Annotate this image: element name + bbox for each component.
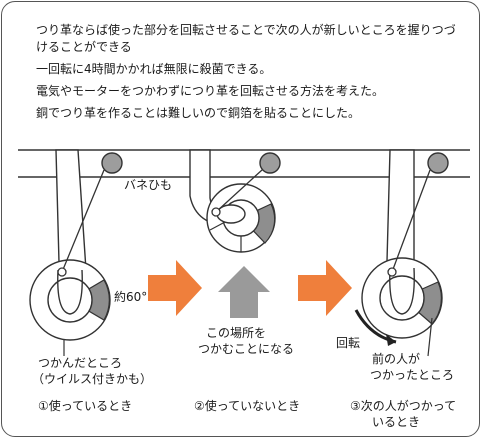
panel-2-strap-idle: [189, 149, 281, 253]
caption-step-1: ①使っているとき: [38, 399, 133, 413]
label-new-grip-1: この場所を: [206, 326, 267, 340]
label-new-grip-2: つかむことになる: [198, 342, 295, 356]
note-line-2: 一回転に4時間かかれば無限に殺菌できる。: [36, 62, 272, 76]
caption-step-2: ②使っていないとき: [194, 399, 301, 413]
note-line-3: 電気やモーターをつかわずにつり革を回転させる方法を考えた。: [36, 84, 385, 98]
note-line-4: 銅でつり革を作ることは難しいので銅箔を貼ることにした。: [36, 106, 361, 120]
panel-3-next-user: [354, 149, 449, 357]
caption-step-3-line-1: ③次の人がつかって: [350, 399, 457, 413]
caption-step-3-line-2: いるとき: [372, 415, 421, 429]
label-grip-place-2: （ウイルス付きかも）: [32, 372, 153, 386]
spring-string: [61, 169, 105, 273]
note-line-1: つり革ならば使った部分を回転させることで次の人が新しいところを握りつづけることが…: [36, 23, 456, 54]
arrow-up-gray: [218, 266, 270, 318]
label-prev-person-1: 前の人が: [372, 352, 421, 366]
label-rotation: 回転: [336, 336, 361, 350]
panel-1-strap-in-use: [29, 149, 123, 356]
intro-notes: つり革ならば使った部分を回転させることで次の人が新しいところを握りつづけることが…: [36, 22, 456, 127]
pulley: [101, 152, 123, 174]
arrow-right-1: [148, 260, 202, 316]
label-grip-place-1: つかんだところ: [38, 356, 123, 370]
label-spring-string: バネひも: [124, 178, 173, 192]
arrow-right-2: [298, 260, 352, 316]
label-prev-person-2: つかったところ: [370, 368, 455, 382]
label-angle: 約60°: [114, 290, 148, 304]
